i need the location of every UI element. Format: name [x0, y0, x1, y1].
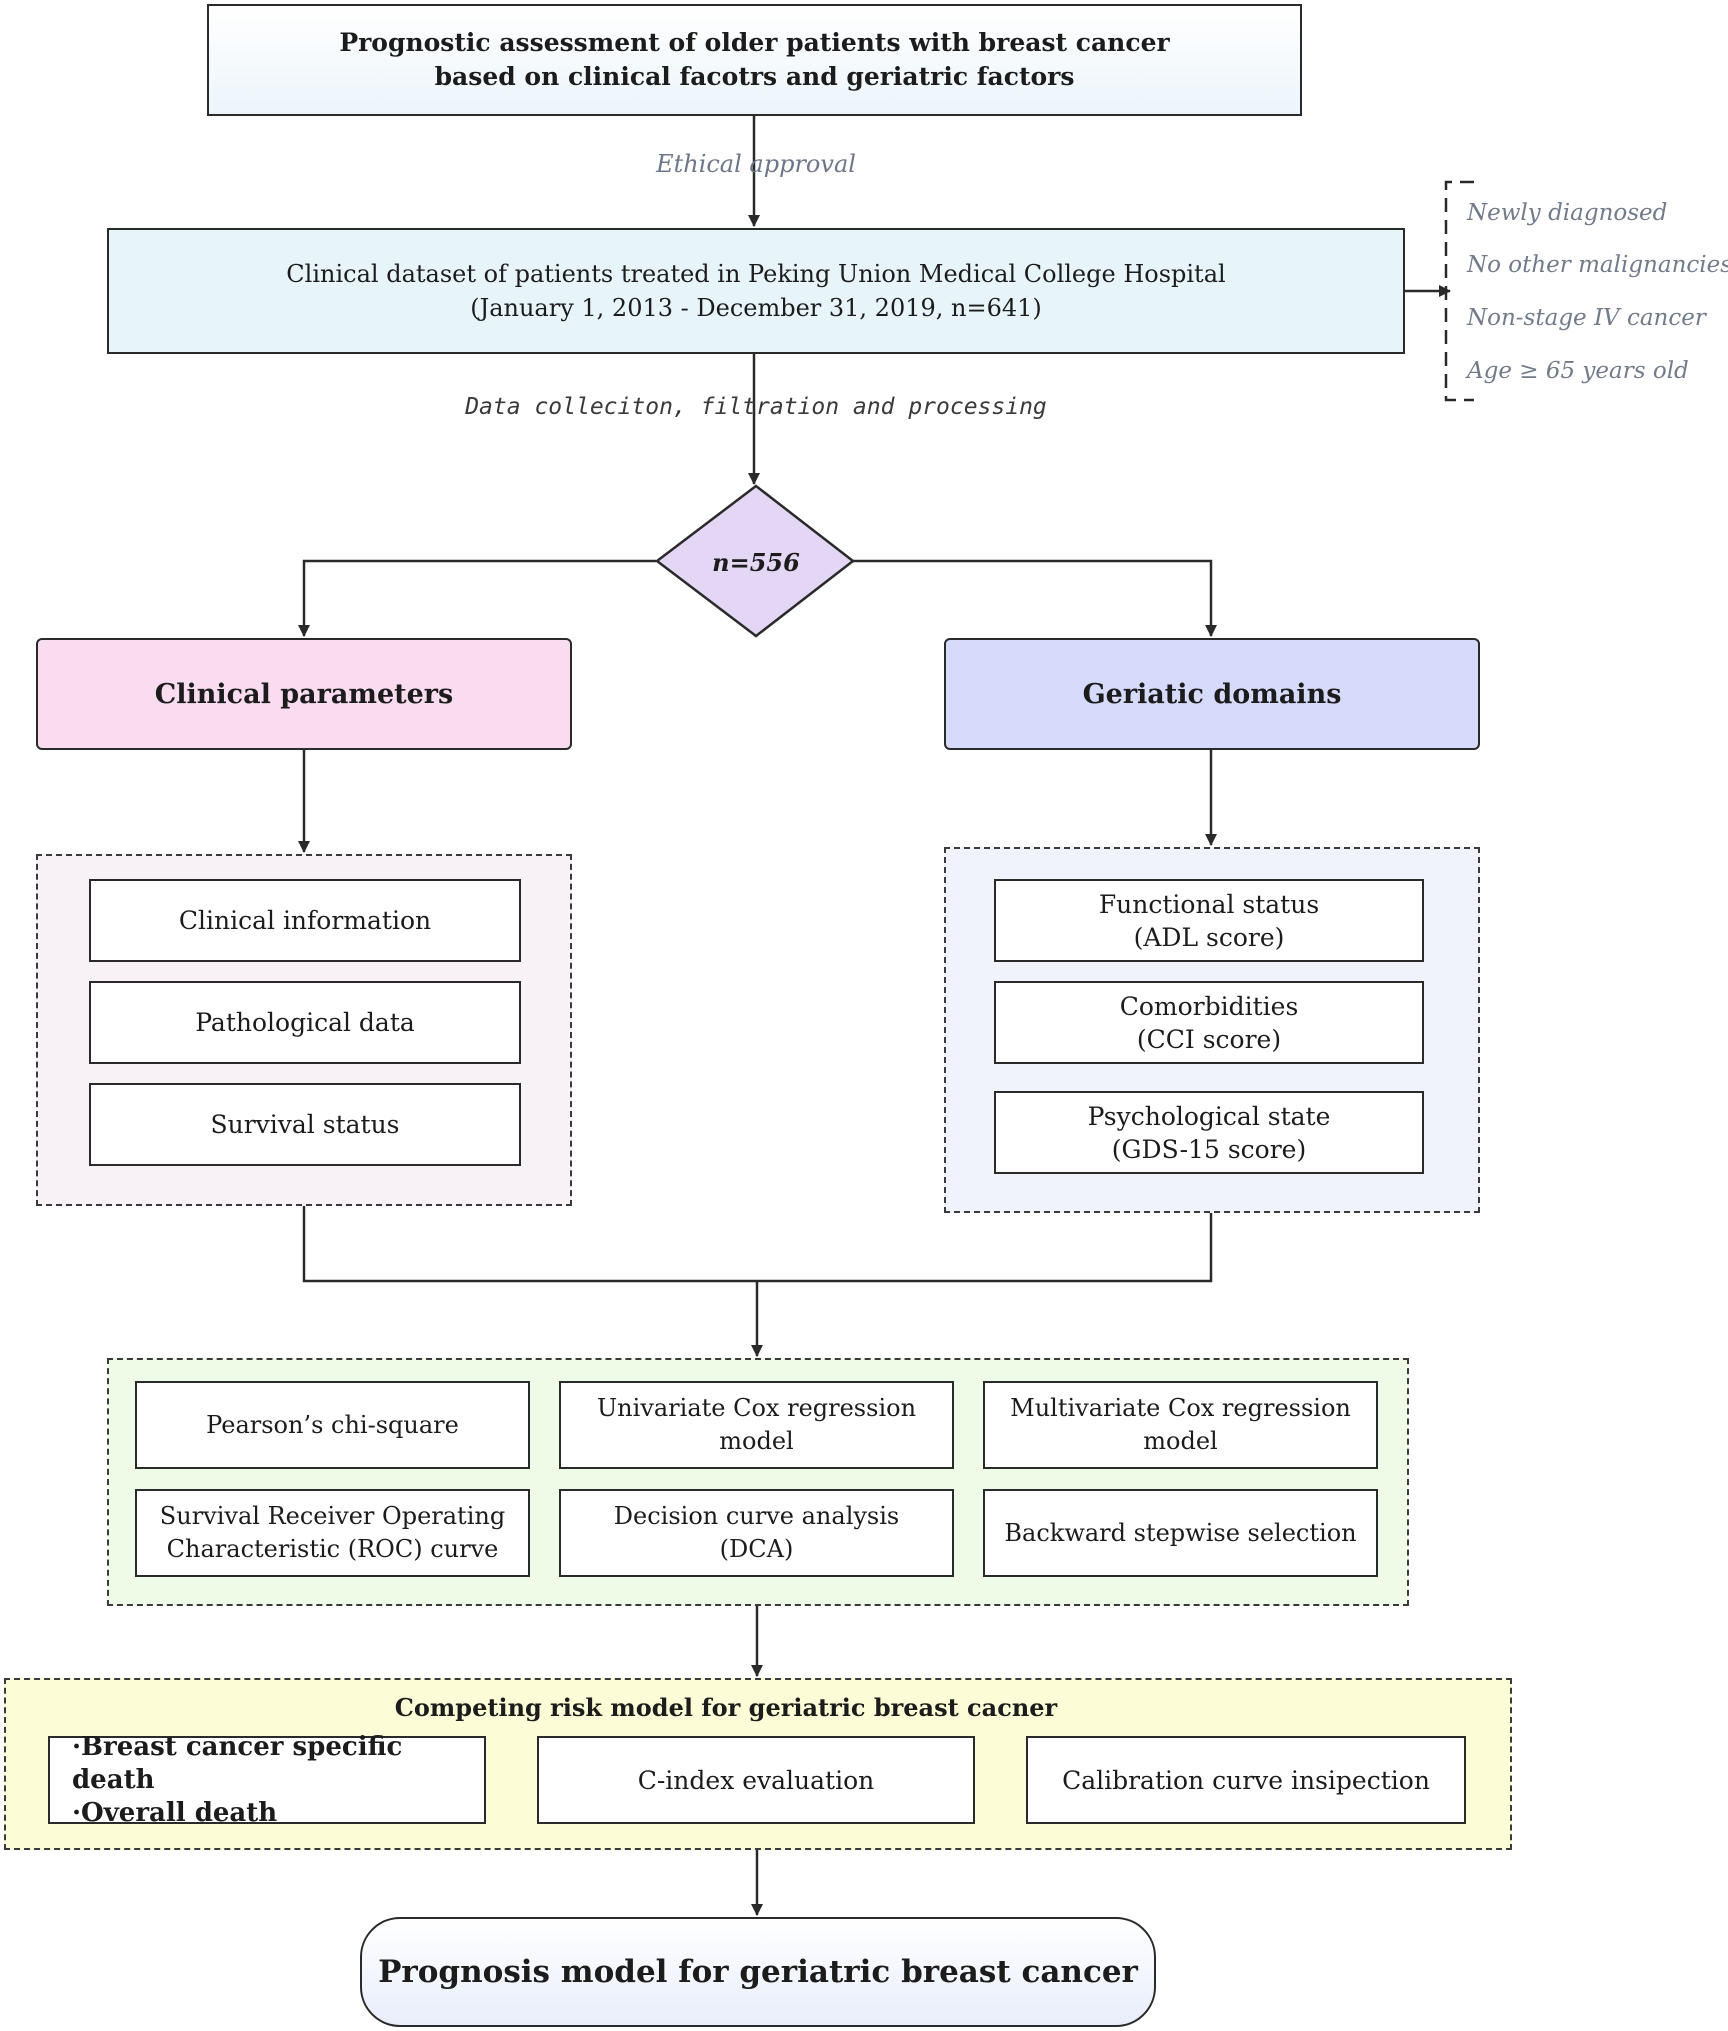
geriatric-item-functional-line-2: (ADL score) — [1133, 922, 1285, 952]
arrow-decision-to-clinical — [298, 559, 656, 637]
cindex-box: C-index evaluation — [537, 1736, 975, 1824]
geriatric-domains-heading: Geriatic domains — [1082, 678, 1342, 710]
outcomes-box: ·Breast cancer specific death ·Overall d… — [48, 1732, 486, 1828]
method-chi-square-line-1: Pearson’s chi-square — [206, 1410, 459, 1439]
method-decision-curve-line-1: Decision curve analysis — [613, 1502, 900, 1530]
final-model-box: Prognosis model for geriatric breast can… — [360, 1917, 1156, 2027]
clinical-parameters-box: Clinical parameters — [36, 638, 572, 750]
criterion-non-stage-iv: Non-stage IV cancer — [1467, 305, 1706, 331]
ethical-approval-label: Ethical approval — [656, 150, 856, 178]
dataset-line-1: Clinical dataset of patients treated in … — [286, 260, 1226, 288]
criterion-age: Age ≥ 65 years old — [1467, 358, 1689, 384]
method-roc-curve-line-1: Survival Receiver Operating — [159, 1502, 506, 1530]
title-box: Prognostic assessment of older patients … — [207, 4, 1302, 116]
criterion-no-other-malignancies: No other malignancies — [1467, 252, 1728, 278]
method-univariate-cox-line-1: Univariate Cox regression — [596, 1394, 917, 1422]
geriatric-item-psychological-line-1: Psychological state — [1087, 1101, 1331, 1131]
calibration-label: Calibration curve insipection — [1062, 1765, 1430, 1795]
clinical-item-information-label: Clinical information — [178, 906, 432, 935]
method-decision-curve: Decision curve analysis (DCA) — [559, 1489, 954, 1577]
method-decision-curve-line-2: (DCA) — [719, 1535, 794, 1563]
clinical-item-information: Clinical information — [89, 879, 521, 962]
method-chi-square: Pearson’s chi-square — [135, 1381, 530, 1469]
cindex-label: C-index evaluation — [637, 1765, 875, 1795]
title-line-1: Prognostic assessment of older patients … — [339, 28, 1170, 57]
geriatric-item-psychological-line-2: (GDS-15 score) — [1111, 1134, 1307, 1164]
criterion-newly-diagnosed: Newly diagnosed — [1467, 200, 1668, 226]
data-processing-label: Data colleciton, filtration and processi… — [465, 394, 1047, 420]
arrow-decision-to-geriatric — [852, 559, 1217, 637]
dataset-box: Clinical dataset of patients treated in … — [107, 228, 1405, 354]
geriatric-item-comorbidities-line-1: Comorbidities — [1119, 991, 1299, 1021]
geriatric-item-functional-line-1: Functional status — [1098, 889, 1320, 919]
criteria-bracket — [1444, 180, 1474, 402]
title-line-2: based on clinical facotrs and geriatric … — [434, 62, 1075, 91]
geriatric-item-functional: Functional status (ADL score) — [994, 879, 1424, 962]
method-backward-stepwise: Backward stepwise selection — [983, 1489, 1378, 1577]
outcome-breast-cancer-death: ·Breast cancer specific death — [72, 1731, 403, 1795]
geriatric-item-comorbidities: Comorbidities (CCI score) — [994, 981, 1424, 1064]
competing-risk-title: Competing risk model for geriatric breas… — [394, 1693, 1058, 1722]
method-roc-curve-line-2: Characteristic (ROC) curve — [166, 1535, 499, 1563]
clinical-parameters-heading: Clinical parameters — [154, 678, 454, 710]
dataset-line-2: (January 1, 2013 - December 31, 2019, n=… — [470, 294, 1042, 322]
geriatric-item-comorbidities-line-2: (CCI score) — [1136, 1024, 1282, 1054]
clinical-item-survival: Survival status — [89, 1083, 521, 1166]
method-roc-curve: Survival Receiver Operating Characterist… — [135, 1489, 530, 1577]
geriatric-domains-box: Geriatic domains — [944, 638, 1480, 750]
method-multivariate-cox-line-2: model — [1143, 1427, 1218, 1455]
method-multivariate-cox: Multivariate Cox regression model — [983, 1381, 1378, 1469]
clinical-item-survival-label: Survival status — [210, 1110, 400, 1139]
method-univariate-cox: Univariate Cox regression model — [559, 1381, 954, 1469]
method-backward-stepwise-line-1: Backward stepwise selection — [1004, 1518, 1357, 1547]
merge-line-clinical — [302, 1206, 1213, 1283]
decision-label: n=556 — [712, 548, 800, 577]
calibration-box: Calibration curve insipection — [1026, 1736, 1466, 1824]
clinical-item-pathological: Pathological data — [89, 981, 521, 1064]
decision-diamond — [654, 484, 856, 638]
geriatric-item-psychological: Psychological state (GDS-15 score) — [994, 1091, 1424, 1174]
method-multivariate-cox-line-1: Multivariate Cox regression — [1010, 1394, 1351, 1422]
outcome-overall-death: ·Overall death — [72, 1797, 278, 1828]
method-univariate-cox-line-2: model — [719, 1427, 794, 1455]
clinical-item-pathological-label: Pathological data — [195, 1008, 415, 1037]
final-model-label: Prognosis model for geriatric breast can… — [378, 1954, 1138, 1990]
